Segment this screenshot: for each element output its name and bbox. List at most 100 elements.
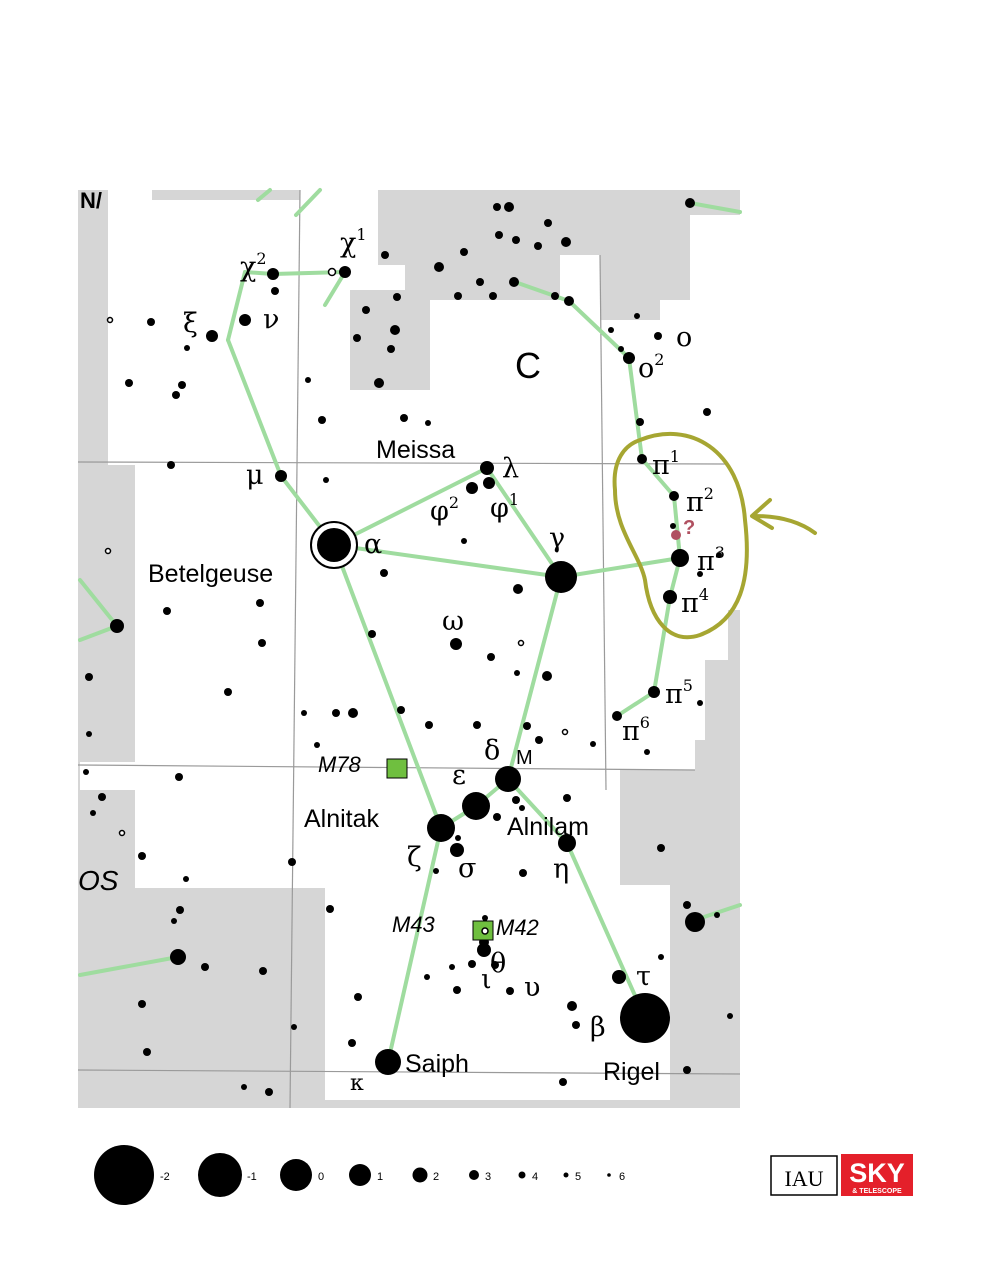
svg-text:& TELESCOPE: & TELESCOPE [852, 1188, 902, 1195]
star-pi1[interactable] [637, 454, 647, 464]
star-betelgeuse[interactable] [310, 521, 358, 569]
star-kappa-region[interactable] [685, 912, 705, 932]
label-m42: M42 [496, 915, 539, 940]
label-alnilam: Alnilam [507, 813, 589, 841]
star-rigel[interactable] [620, 993, 670, 1043]
label-xi: ξ [183, 308, 198, 339]
star-chi1[interactable] [339, 266, 351, 278]
label-upsilon: υ [524, 972, 540, 1003]
annotation-question-mark: ? [683, 517, 695, 539]
legend-mag-neg1: -1 [247, 1171, 257, 1183]
star-pi5[interactable] [648, 686, 660, 698]
label-pi5: π5 [665, 676, 693, 710]
label-tau: τ [636, 961, 651, 992]
dso-m43-star [482, 915, 488, 921]
neighbor-region-top-left [78, 190, 108, 465]
neighbor-region-bottom-right [670, 885, 740, 1108]
constellation-lines [78, 188, 742, 1064]
star-sigma[interactable] [450, 843, 464, 857]
star-pi6[interactable] [612, 711, 622, 721]
legend-mag-3: 3 [485, 1171, 491, 1183]
label-pi2: π2 [686, 484, 714, 518]
legend-mag-2: 2 [433, 1171, 439, 1183]
legend-mag-0: 0 [318, 1171, 324, 1183]
label-lambda: λ [502, 453, 519, 484]
label-iota: ι [481, 964, 492, 995]
star-phi1[interactable] [483, 477, 495, 489]
star-chi2[interactable] [267, 268, 279, 280]
label-saiph: Saiph [405, 1050, 469, 1078]
svg-text:SKY: SKY [849, 1158, 905, 1188]
star-pi3[interactable] [671, 549, 689, 567]
svg-text:IAU: IAU [784, 1166, 823, 1191]
star-tau[interactable] [612, 970, 626, 984]
label-chi1: χ1 [340, 225, 367, 259]
star-nu[interactable] [239, 314, 251, 326]
label-top-left-partial: N/ [80, 188, 102, 213]
dso-m78-marker[interactable] [386, 758, 408, 779]
star-left-edge[interactable] [110, 619, 124, 633]
variable-stars [104, 267, 569, 837]
label-eta: η [553, 854, 569, 885]
label-nu: ν [263, 304, 279, 335]
annotation-circle [612, 431, 749, 640]
star-alnitak[interactable] [427, 814, 455, 842]
star-iota[interactable] [477, 943, 491, 957]
label-rigel: Rigel [603, 1058, 660, 1086]
label-o1: o [676, 322, 692, 353]
star-phi2[interactable] [466, 482, 478, 494]
neighbor-region-top-right [600, 190, 740, 300]
label-pi6: π6 [622, 713, 650, 747]
star-mintaka[interactable] [495, 766, 521, 792]
label-constellation-os: OS [78, 865, 119, 896]
legend-mag-6: 6 [619, 1171, 625, 1183]
label-phi1: φ1 [490, 490, 519, 524]
stars [83, 198, 733, 1096]
star-mu[interactable] [275, 470, 287, 482]
dso-m43-marker[interactable] [481, 927, 489, 935]
dso-labels: M78 M43 M42 [318, 752, 539, 940]
label-kappa: κ [350, 1071, 364, 1096]
label-gamma: γ [549, 523, 565, 554]
orion-boundary-region [80, 190, 740, 1100]
label-phi2: φ2 [430, 493, 459, 527]
label-m-partial: M [516, 747, 533, 769]
star-meissa[interactable] [480, 461, 494, 475]
greek-labels: α β γ δ ε ζ η θ ι κ λ μ ν ξ σ τ υ ω χ2 χ… [183, 225, 725, 1096]
label-mu: μ [246, 460, 264, 491]
label-pi4: π4 [681, 585, 709, 619]
legend-mag-5: 5 [575, 1171, 581, 1183]
label-chi2: χ2 [240, 249, 267, 283]
label-alpha: α [364, 529, 382, 560]
star-saiph[interactable] [375, 1049, 401, 1075]
map-area: Betelgeuse Meissa Alnitak Alnilam Saiph … [77, 188, 742, 1109]
star-alnilam[interactable] [462, 792, 490, 820]
star-names: Betelgeuse Meissa Alnitak Alnilam Saiph … [148, 436, 660, 1086]
annotation-smudge [671, 530, 681, 540]
star-bellatrix[interactable] [545, 561, 577, 593]
label-m78: M78 [318, 752, 362, 777]
legend-mag-neg2: -2 [160, 1171, 170, 1183]
hand-annotation: ? [612, 431, 817, 640]
star-eta[interactable] [558, 834, 576, 852]
magnitude-legend: -2 -1 0 1 2 3 4 5 6 [94, 1145, 625, 1205]
label-alnitak: Alnitak [304, 805, 380, 833]
label-pi3: π3 [697, 543, 725, 577]
star-o2[interactable] [623, 352, 635, 364]
label-meissa: Meissa [376, 436, 455, 464]
legend-mag-4: 4 [532, 1171, 538, 1183]
label-m43: M43 [392, 912, 436, 937]
star-left-neighbor[interactable] [170, 949, 186, 965]
neighbor-region-bottom-left [78, 888, 325, 1108]
label-omega: ω [442, 606, 464, 637]
star-omega[interactable] [450, 638, 462, 650]
label-theta: θ [490, 948, 506, 979]
label-orion-partial: C [515, 345, 541, 386]
label-beta: β [590, 1012, 606, 1043]
star-pi2[interactable] [669, 491, 679, 501]
star-pi4[interactable] [663, 590, 677, 604]
partial-labels: OS M N/ C [78, 188, 541, 896]
star-xi[interactable] [206, 330, 218, 342]
label-pi1: π1 [652, 447, 680, 481]
